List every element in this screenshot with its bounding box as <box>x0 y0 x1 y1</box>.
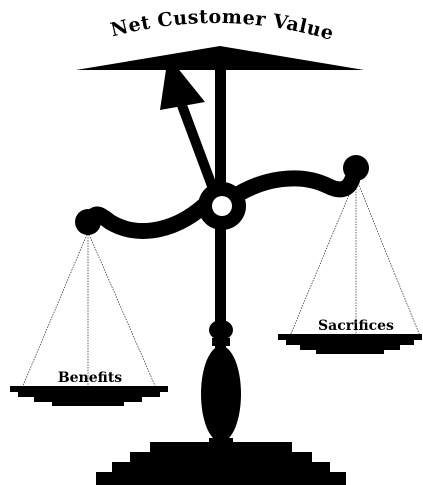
right-pan-strings <box>290 178 420 336</box>
left-pan <box>10 386 168 406</box>
benefits-label: Benefits <box>58 370 122 386</box>
left-pan-strings <box>22 232 156 388</box>
sacrifices-label: Sacrifices <box>318 318 394 334</box>
right-pan <box>278 334 422 354</box>
pointer-arrow-icon <box>160 56 218 202</box>
diagram-title: Net Customer Value <box>108 6 336 45</box>
column-ornaments <box>201 320 241 444</box>
pivot-hub <box>198 182 246 230</box>
scale-base <box>96 442 346 485</box>
